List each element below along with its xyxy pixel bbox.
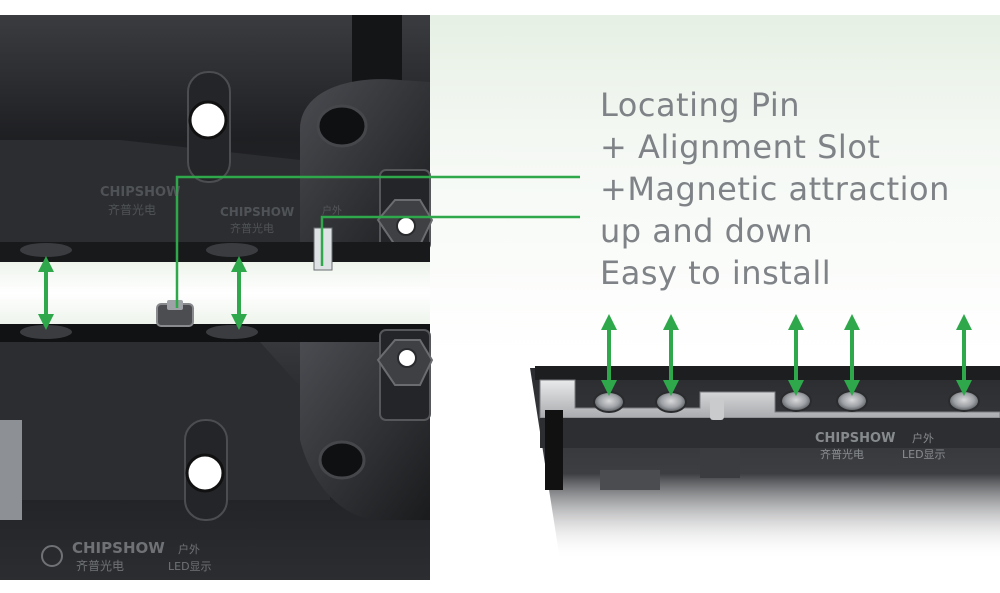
- watermark-brand-2: CHIPSHOW: [220, 205, 294, 219]
- locating-pin: [156, 300, 194, 327]
- lower-lock-hook: [376, 329, 434, 421]
- watermark-upper: CHIPSHOW 齐普光电 CHIPSHOW 齐普光电 户外: [100, 185, 342, 235]
- watermark-brand-lower: CHIPSHOW: [72, 539, 165, 557]
- upper-lock-hook: [376, 169, 434, 251]
- lower-cabinet: [0, 300, 434, 580]
- watermark-outdoor: 户外: [322, 204, 342, 217]
- magnet-arrows-left: [38, 256, 247, 330]
- cabinet-gap: [0, 262, 430, 324]
- watermark-brand-right: CHIPSHOW: [815, 431, 895, 446]
- lower-screw-slot: [184, 419, 228, 521]
- feature-line: + Alignment Slot: [600, 128, 881, 166]
- watermark-outdoor-lower: 户外: [178, 542, 200, 556]
- watermark-lower: CHIPSHOW 齐普光电 户外 LED显示: [41, 539, 212, 573]
- watermark-right: CHIPSHOW 齐普光电 户外 LED显示: [815, 431, 946, 461]
- upper-screw-slot: [187, 71, 231, 183]
- feature-line: Easy to install: [600, 254, 832, 292]
- magnets: [593, 390, 980, 413]
- watermark-brand-cn-2: 齐普光电: [230, 221, 274, 235]
- callout-lines: [175, 175, 580, 308]
- watermark-led-right: LED显示: [902, 448, 946, 461]
- watermark-brand: CHIPSHOW: [100, 185, 180, 200]
- watermark-outdoor-right: 户外: [912, 431, 934, 445]
- watermark-brand-cn: 齐普光电: [108, 202, 156, 217]
- magnet-arrows-right: [601, 314, 972, 396]
- watermark-led-lower: LED显示: [168, 560, 212, 573]
- feature-list: Locating Pin + Alignment Slot +Magnetic …: [600, 84, 950, 294]
- feature-line: up and down: [600, 212, 813, 250]
- magnet-row-closeup: [530, 366, 1000, 560]
- feature-line: Locating Pin: [600, 86, 801, 124]
- feature-line: +Magnetic attraction: [600, 170, 950, 208]
- watermark-brand-cn-right: 齐普光电: [820, 447, 864, 461]
- upper-cabinet: [0, 15, 434, 271]
- watermark-brand-cn-lower: 齐普光电: [76, 558, 124, 573]
